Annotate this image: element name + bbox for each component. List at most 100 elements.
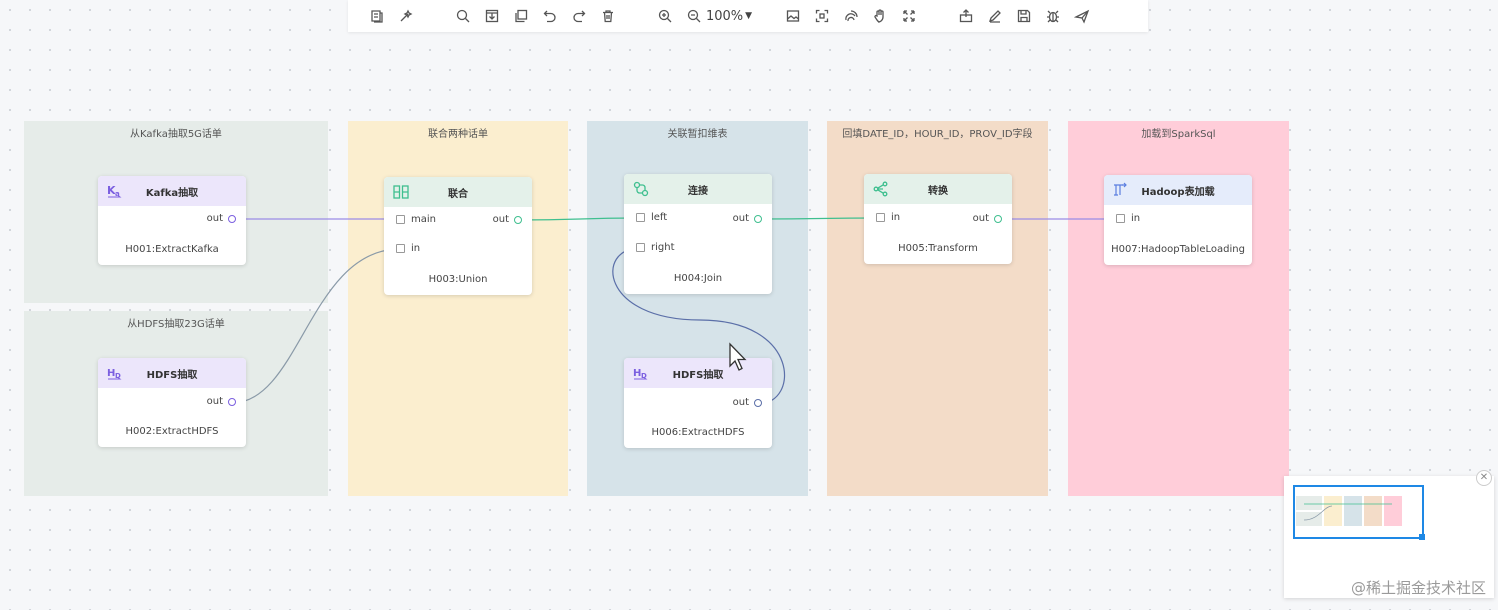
deploy-icon[interactable] <box>1067 2 1096 30</box>
port-out[interactable]: out <box>207 213 236 224</box>
lane-title: 关联暂扣维表 <box>667 129 728 140</box>
port-in-right[interactable]: right <box>636 242 675 253</box>
output-port-icon[interactable] <box>514 215 522 224</box>
port-in-left[interactable]: left <box>636 212 667 223</box>
mouse-cursor-icon <box>729 342 747 371</box>
lane-title: 回填DATE_ID，HOUR_ID，PROV_ID字段 <box>842 129 1033 140</box>
minimap-preview <box>1293 485 1425 540</box>
svg-text:a: a <box>115 190 120 198</box>
svg-text:K: K <box>107 184 116 197</box>
union-icon <box>393 185 409 199</box>
zoom-out-icon[interactable] <box>679 2 708 30</box>
node-code: H003:Union <box>428 274 488 285</box>
node-h004[interactable]: 连接 left right out H004:Join <box>624 174 772 294</box>
port-in[interactable]: in <box>1116 213 1140 224</box>
layout-icon[interactable] <box>836 2 865 30</box>
port-out[interactable]: out <box>733 213 762 224</box>
input-port-icon[interactable] <box>396 215 405 224</box>
node-code: H006:ExtractHDFS <box>651 427 745 438</box>
close-icon[interactable]: ✕ <box>1476 470 1492 486</box>
join-icon <box>633 181 649 197</box>
output-port-icon[interactable] <box>994 214 1002 223</box>
port-label: right <box>651 242 675 253</box>
output-port-icon[interactable] <box>754 398 762 407</box>
magic-icon[interactable] <box>391 2 420 30</box>
zoom-label: 100% <box>705 8 744 24</box>
input-port-icon[interactable] <box>636 213 645 222</box>
output-port-icon[interactable] <box>228 214 236 223</box>
port-out[interactable]: out <box>207 396 236 407</box>
search-icon[interactable] <box>448 2 477 30</box>
lane-title: 加载到SparkSql <box>1141 129 1216 140</box>
input-port-icon[interactable] <box>396 244 405 253</box>
zoom-in-icon[interactable] <box>650 2 679 30</box>
copy-icon[interactable] <box>506 2 535 30</box>
svg-text:H: H <box>107 368 115 379</box>
lane-title: 联合两种话单 <box>428 129 488 140</box>
node-h007[interactable]: Hadoop表加载 in H007:HadoopTableLoading <box>1104 175 1252 265</box>
templates-icon[interactable] <box>362 2 391 30</box>
node-code: H005:Transform <box>898 243 978 254</box>
edit-icon[interactable] <box>980 2 1009 30</box>
svg-text:H: H <box>633 368 641 379</box>
port-out[interactable]: out <box>493 214 522 225</box>
fullscreen-icon[interactable] <box>894 2 923 30</box>
save-icon[interactable] <box>1009 2 1038 30</box>
port-label: out <box>972 213 989 224</box>
port-label: in <box>411 243 421 254</box>
image-icon[interactable] <box>778 2 807 30</box>
port-in[interactable]: in <box>396 243 420 254</box>
input-port-icon[interactable] <box>1116 214 1125 223</box>
node-header: 转换 <box>864 174 1012 204</box>
node-title: 转换 <box>928 185 948 197</box>
input-port-icon[interactable] <box>636 243 645 252</box>
lane-title: 从HDFS抽取23G话单 <box>127 319 225 330</box>
port-label: out <box>492 214 509 225</box>
fit-icon[interactable] <box>807 2 836 30</box>
port-label: out <box>732 397 749 408</box>
port-in[interactable]: in <box>876 212 900 223</box>
export-icon[interactable] <box>951 2 980 30</box>
port-label: out <box>732 213 749 224</box>
svg-text:D: D <box>641 372 647 380</box>
delete-icon[interactable] <box>593 2 622 30</box>
node-h005[interactable]: 转换 in out H005:Transform <box>864 174 1012 264</box>
output-port-icon[interactable] <box>228 397 236 406</box>
toolbar: 100%▼ <box>348 0 1148 32</box>
node-title: Kafka抽取 <box>145 187 199 199</box>
port-label: out <box>206 396 223 407</box>
node-header: Hadoop表加载 <box>1104 175 1252 205</box>
node-title: 连接 <box>688 185 708 197</box>
hadoop-table-icon <box>1114 182 1127 196</box>
zoom-level[interactable]: 100%▼ <box>705 8 752 24</box>
node-code: H002:ExtractHDFS <box>125 426 219 437</box>
node-h003[interactable]: 联合 main in out H003:Union <box>384 177 532 295</box>
redo-icon[interactable] <box>564 2 593 30</box>
input-port-icon[interactable] <box>876 213 885 222</box>
undo-icon[interactable] <box>535 2 564 30</box>
port-label: in <box>891 212 901 223</box>
node-code: H004:Join <box>673 273 723 284</box>
node-header: 联合 <box>384 177 532 207</box>
port-out[interactable]: out <box>733 397 762 408</box>
port-in-main[interactable]: main <box>396 214 436 225</box>
import-icon[interactable] <box>477 2 506 30</box>
port-label: out <box>206 213 223 224</box>
port-label: main <box>411 214 436 225</box>
node-title: Hadoop表加载 <box>1141 186 1215 198</box>
port-out[interactable]: out <box>973 213 1002 224</box>
port-label: left <box>651 212 668 223</box>
debug-icon[interactable] <box>1038 2 1067 30</box>
node-code: H001:ExtractKafka <box>125 244 219 255</box>
hand-icon[interactable] <box>865 2 894 30</box>
output-port-icon[interactable] <box>754 214 762 223</box>
node-header: 连接 <box>624 174 772 204</box>
minimap[interactable] <box>1284 476 1494 598</box>
